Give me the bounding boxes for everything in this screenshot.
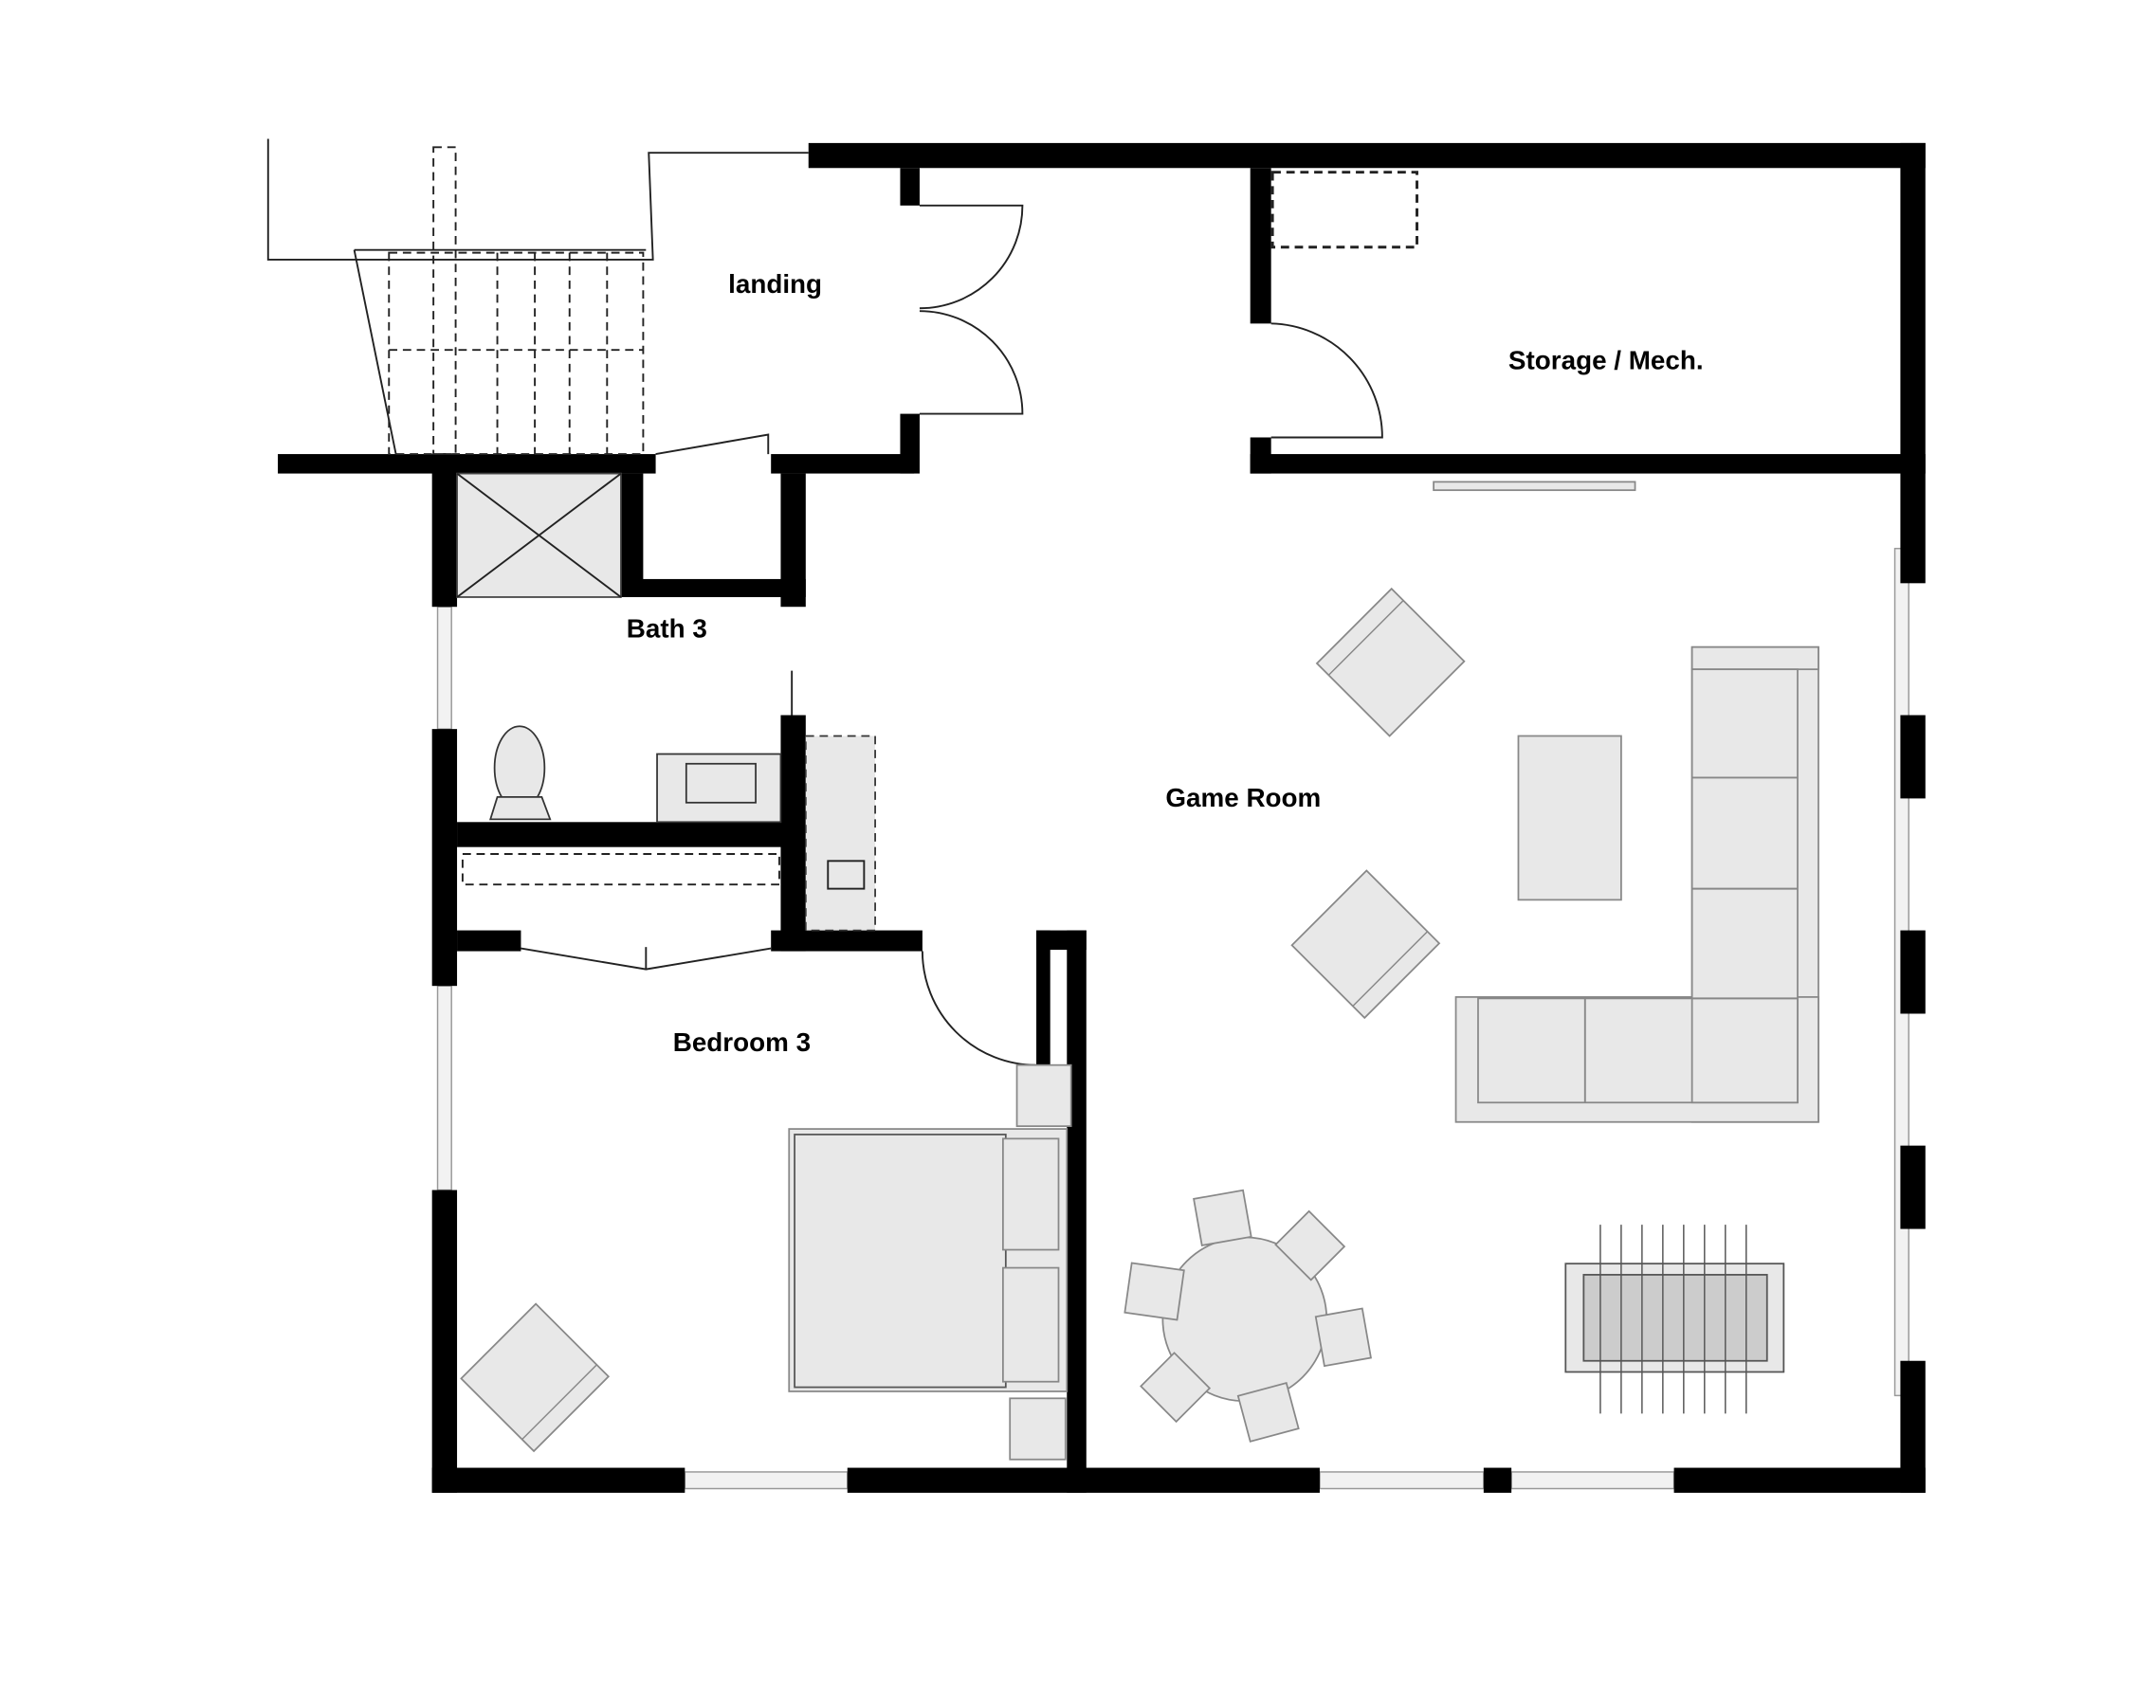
room-label-landing: landing — [728, 269, 822, 299]
bedroom-furniture — [460, 1063, 1072, 1461]
game-room-furniture — [1124, 481, 1819, 1443]
room-label-bath: Bath 3 — [627, 613, 707, 643]
room-label-game-room: Game Room — [1165, 783, 1321, 812]
doors — [521, 204, 1383, 1066]
staircase — [266, 138, 809, 456]
room-label-storage: Storage / Mech. — [1508, 346, 1704, 375]
bath-fixtures — [456, 171, 1418, 932]
walls — [278, 142, 1926, 1493]
room-label-bedroom: Bedroom 3 — [673, 1027, 811, 1057]
